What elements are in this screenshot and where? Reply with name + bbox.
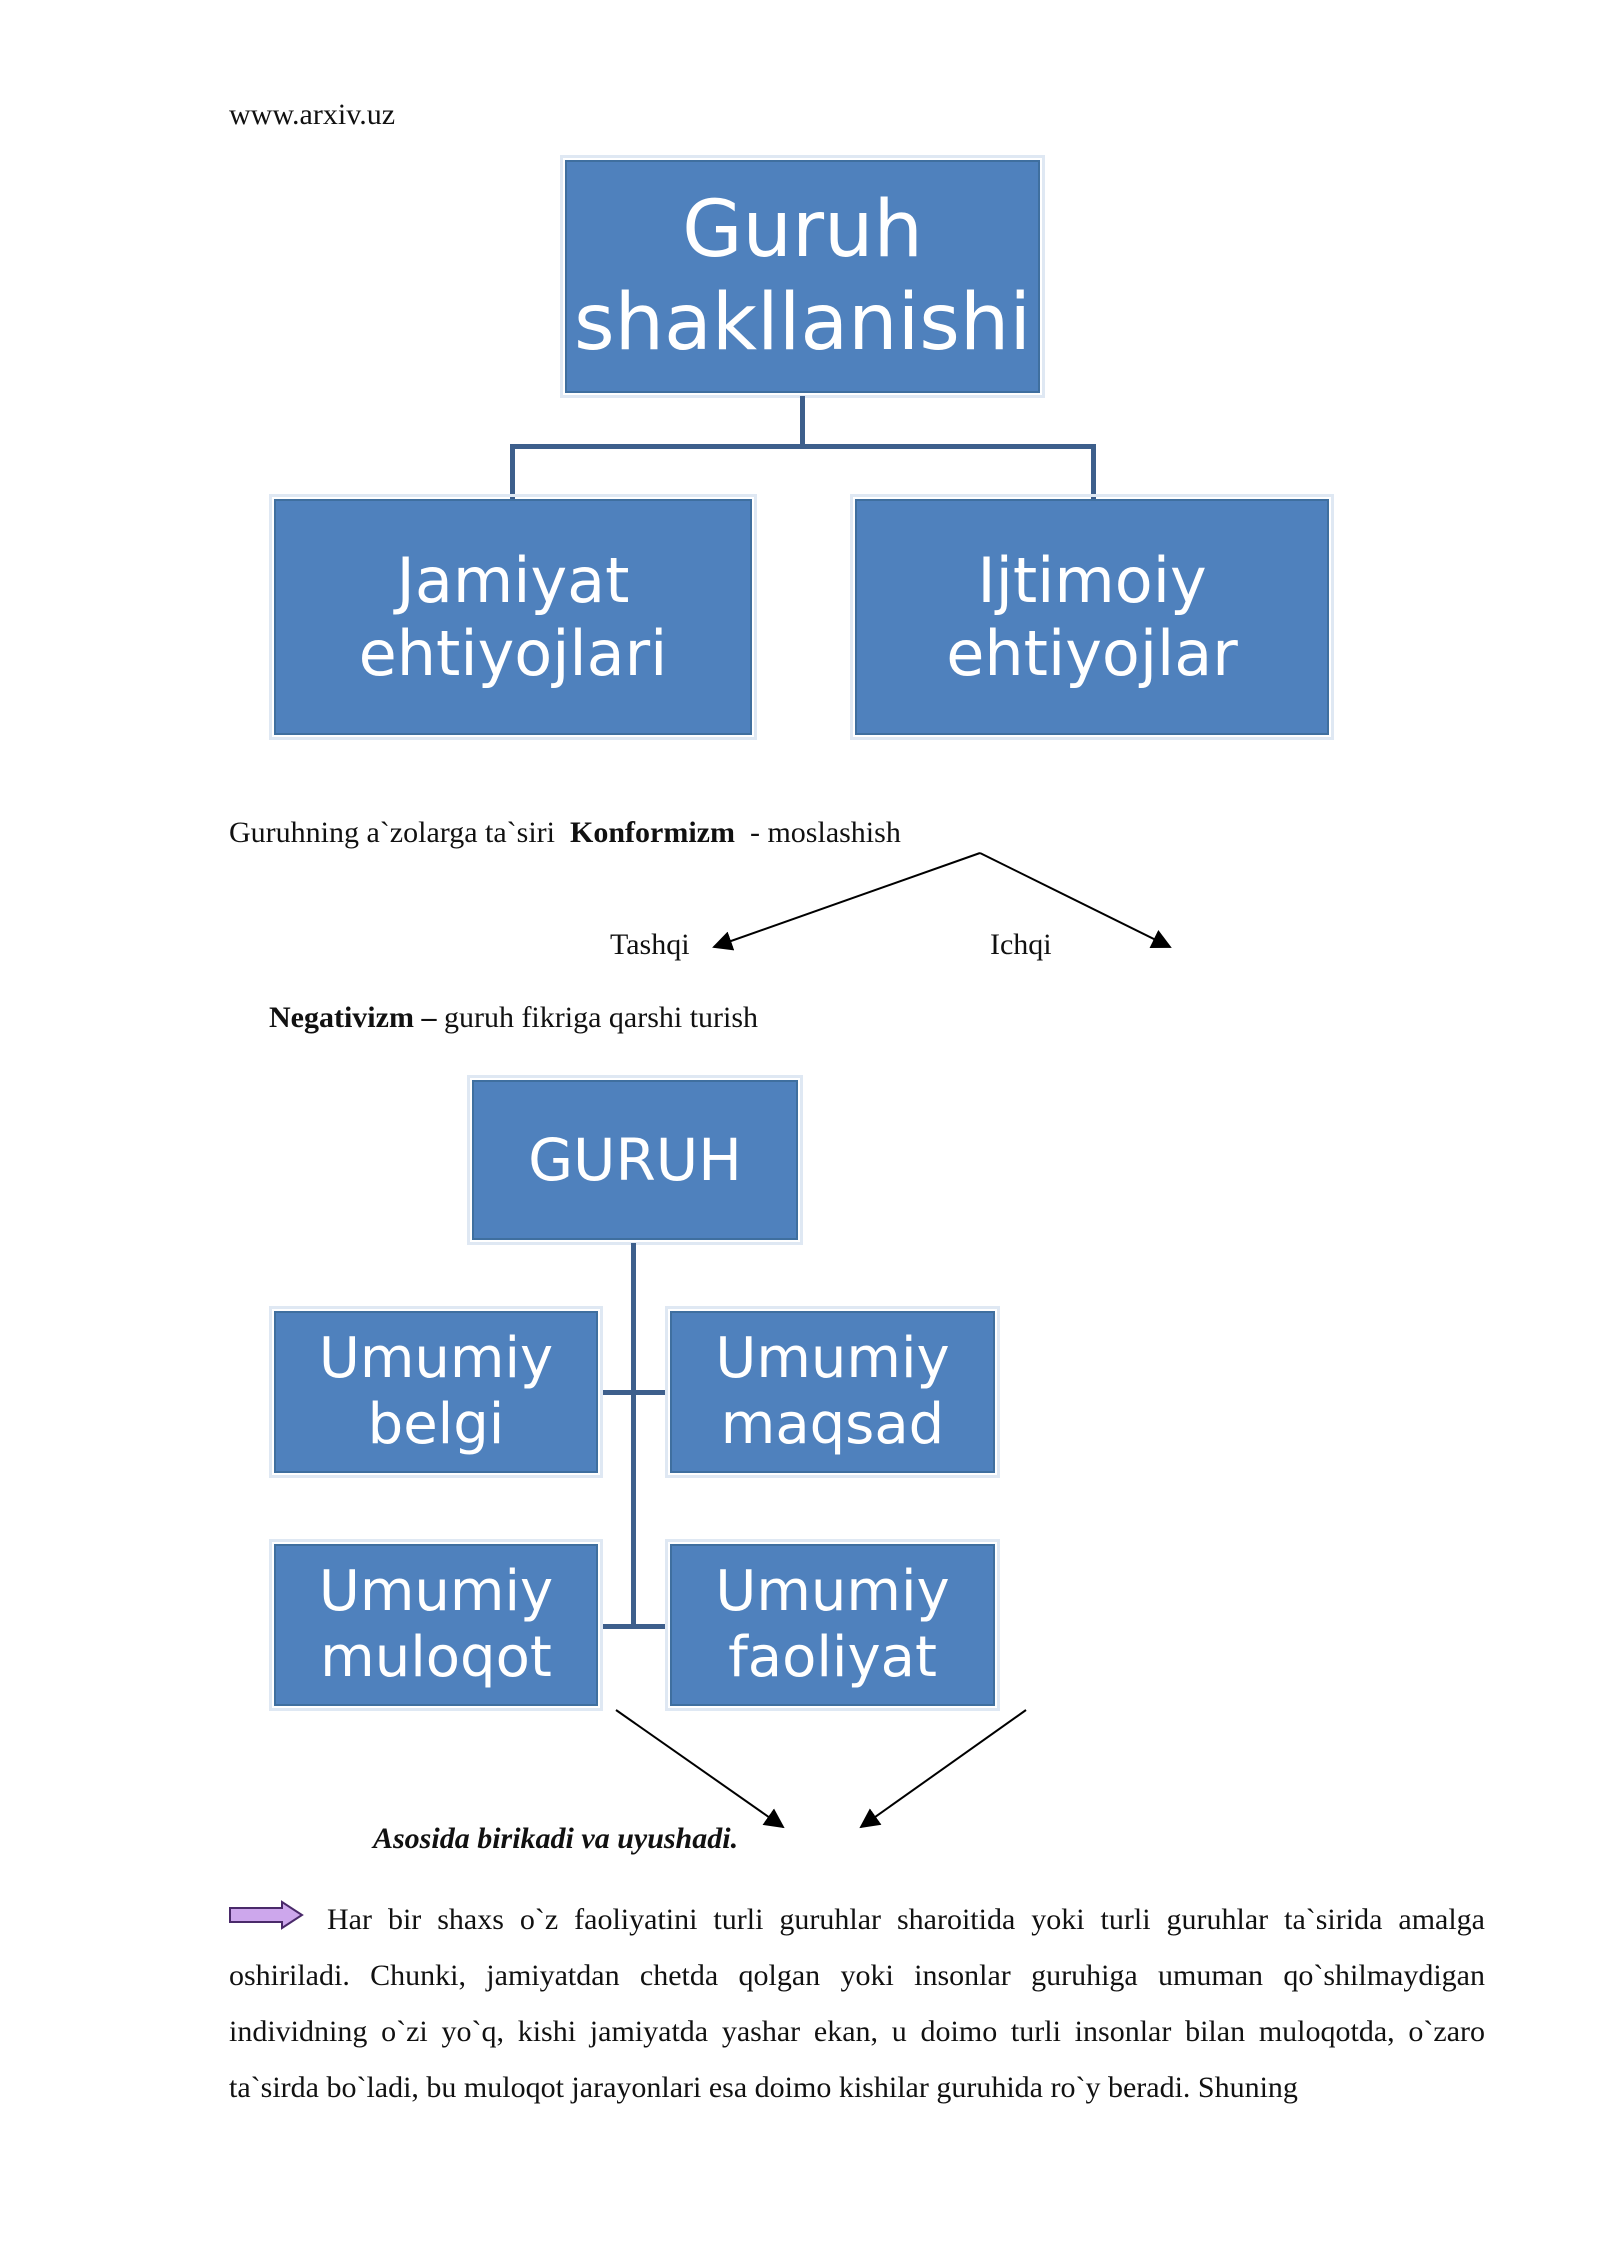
negativism-line: Negativizm – guruh fikriga qarshi turish (269, 1001, 758, 1035)
arrow-muloqot-to-conclusion (615, 1709, 785, 1829)
arrow-to-tashqi (712, 852, 981, 951)
site-header: www.arxiv.uz (229, 98, 396, 131)
body-paragraph-text: Har bir shaxs o`z faoliyatini turli guru… (229, 1903, 1485, 2104)
diagram1-left-box: Jamiyat ehtiyojlari (269, 494, 757, 740)
conformism-term: Konformizm (570, 816, 735, 849)
conformism-prefix: Guruhning a`zolarga ta`siri (229, 816, 556, 849)
diagram2-item-maqsad: Umumiy maqsad (665, 1306, 1000, 1478)
right-arrow-icon (229, 1900, 304, 1930)
diagram2-root-label: GURUH (528, 1125, 742, 1194)
body-paragraph: Har bir shaxs o`z faoliyatini turli guru… (229, 1892, 1485, 2116)
conformism-suffix: - moslashish (749, 816, 901, 849)
negativism-definition: guruh fikriga qarshi turish (443, 1001, 759, 1034)
diagram2-item-belgi: Umumiy belgi (269, 1306, 603, 1478)
branch-ichqi: Ichqi (990, 928, 1052, 961)
diagram1-connector-stem (800, 396, 805, 446)
conformism-line: Guruhning a`zolarga ta`siri Konformizm -… (229, 816, 901, 850)
arrow-to-ichqi (979, 852, 1172, 948)
branch-tashqi: Tashqi (610, 928, 690, 961)
diagram1-left-label: Jamiyat ehtiyojlari (358, 543, 668, 690)
diagram1-right-box: Ijtimoiy ehtiyojlar (850, 494, 1334, 740)
diagram2-item-label: Umumiy faoliyat (715, 1558, 950, 1690)
diagram1-right-label: Ijtimoiy ehtiyojlar (946, 543, 1238, 690)
diagram2-root-box: GURUH (467, 1075, 803, 1245)
diagram1-root-box: Guruh shakllanishi (560, 155, 1045, 398)
diagram1-connector-left (510, 444, 515, 499)
diagram2-branch-upper (600, 1390, 666, 1395)
diagram1-root-label: Guruh shakllanishi (573, 185, 1032, 368)
diagram2-item-muloqot: Umumiy muloqot (269, 1539, 603, 1711)
diagram2-item-label: Umumiy maqsad (715, 1325, 950, 1457)
conclusion-text: Asosida birikadi va uyushadi. (373, 1822, 739, 1855)
diagram1-connector-bar (510, 444, 1096, 449)
diagram2-item-label: Umumiy belgi (318, 1325, 554, 1457)
diagram1-connector-right (1091, 444, 1096, 499)
negativism-term: Negativizm – (269, 1001, 437, 1034)
diagram2-branch-lower (600, 1624, 666, 1629)
diagram2-item-label: Umumiy muloqot (318, 1558, 554, 1690)
arrow-faoliyat-to-conclusion (859, 1709, 1027, 1829)
diagram2-trunk (631, 1243, 636, 1628)
diagram2-item-faoliyat: Umumiy faoliyat (665, 1539, 1000, 1711)
